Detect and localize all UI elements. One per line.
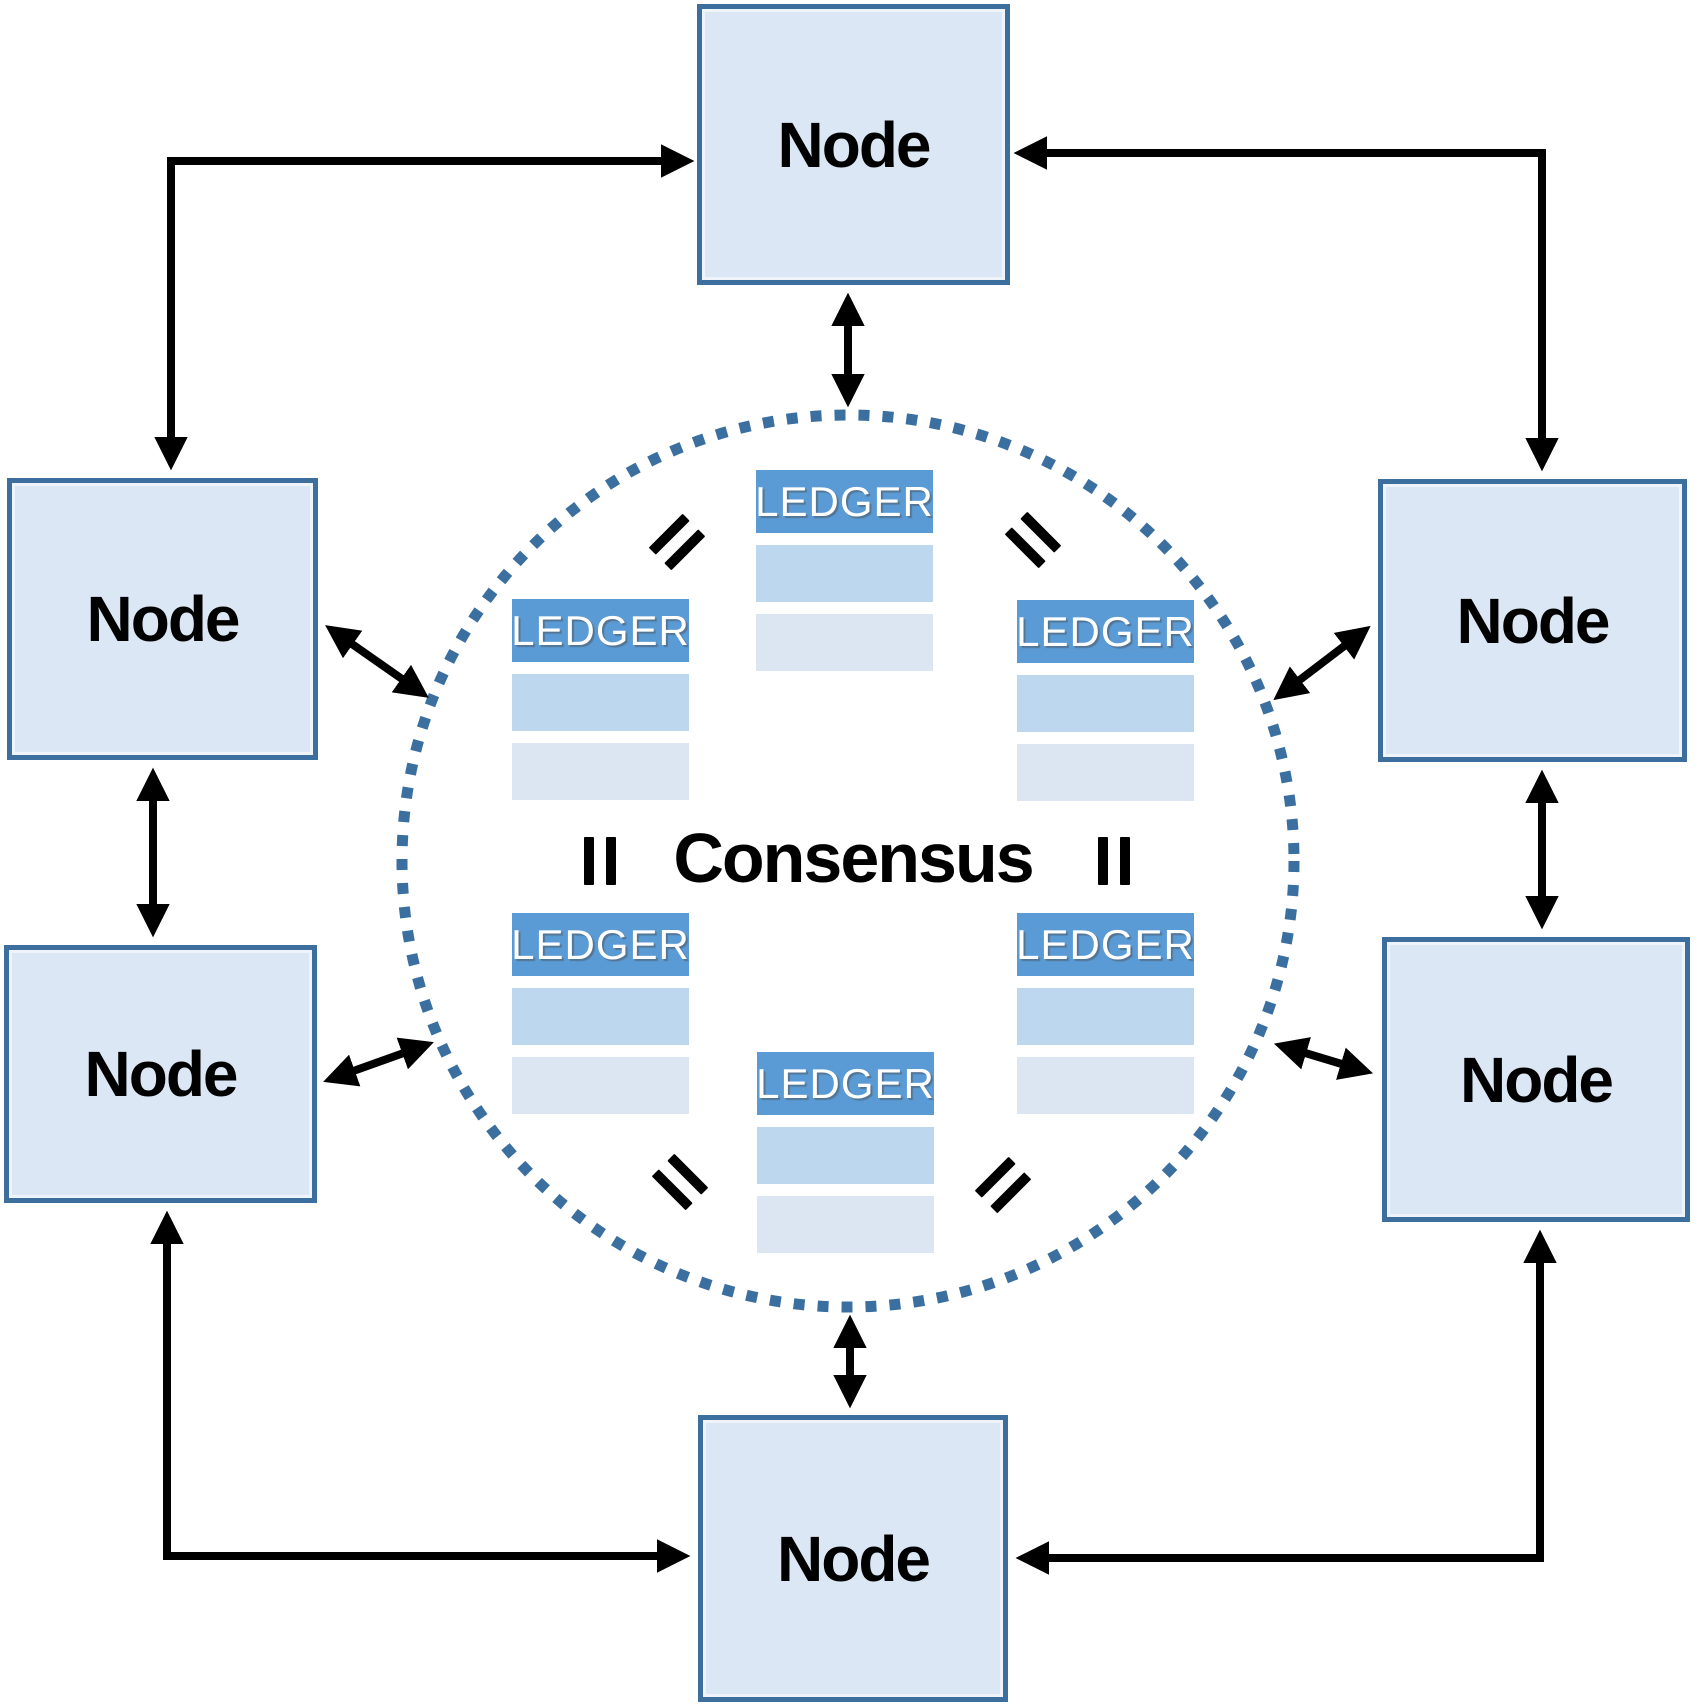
- ledger-row: [1017, 744, 1194, 801]
- ledger-row: [756, 545, 933, 602]
- ledger-header: LEDGER: [756, 1052, 934, 1115]
- ledger-top-center: LEDGER: [755, 470, 933, 671]
- node-left-lower: Node: [4, 945, 317, 1203]
- ledger-upper-right: LEDGER: [1016, 600, 1194, 801]
- ledger-header: LEDGER: [755, 470, 933, 533]
- node-bottom: Node: [698, 1415, 1008, 1702]
- node-label: Node: [1460, 1043, 1614, 1116]
- connector-left-lower-to-ring: [323, 1037, 434, 1087]
- connector-left-upper-to-ring: [325, 625, 429, 698]
- connector-top-left-elbow: [154, 144, 695, 471]
- ledger-row: [512, 1057, 689, 1114]
- ledger-row: [1017, 988, 1194, 1045]
- ledger-upper-left: LEDGER: [511, 599, 689, 800]
- ledger-header: LEDGER: [1016, 600, 1194, 663]
- connector-bottom-right-elbow: [1015, 1229, 1557, 1575]
- connector-bottom-left-elbow: [150, 1210, 691, 1573]
- ledger-row: [1017, 1057, 1194, 1114]
- ledger-row: [1017, 675, 1194, 732]
- node-label: Node: [777, 108, 932, 181]
- ledger-row: [512, 988, 689, 1045]
- node-right-lower: Node: [1382, 937, 1690, 1222]
- node-label: Node: [1456, 584, 1611, 657]
- node-label: Node: [777, 1522, 931, 1595]
- equals-icon: [1098, 837, 1130, 885]
- ledger-bottom-center: LEDGER: [756, 1052, 934, 1253]
- node-label: Node: [84, 1038, 239, 1110]
- connector-top-right-elbow: [1013, 136, 1559, 472]
- node-right-upper: Node: [1378, 479, 1687, 762]
- equals-icon: [584, 837, 616, 885]
- consensus-label: Consensus: [673, 819, 1034, 897]
- ledger-header: LEDGER: [511, 913, 689, 976]
- ledger-lower-left: LEDGER: [511, 913, 689, 1114]
- connector-right-upper-to-ring: [1273, 625, 1371, 701]
- node-label: Node: [86, 583, 241, 655]
- ledger-row: [757, 1196, 934, 1253]
- ledger-row: [756, 614, 933, 671]
- connector-right-lower-to-ring: [1273, 1037, 1374, 1080]
- ledger-header: LEDGER: [1016, 913, 1194, 976]
- ledger-row: [757, 1127, 934, 1184]
- consensus-ring: [396, 409, 1300, 1313]
- node-left-upper: Node: [7, 478, 318, 760]
- node-top: Node: [697, 4, 1010, 285]
- ledger-row: [512, 674, 689, 731]
- ledger-header: LEDGER: [511, 599, 689, 662]
- ledger-row: [512, 743, 689, 800]
- ledger-lower-right: LEDGER: [1016, 913, 1194, 1114]
